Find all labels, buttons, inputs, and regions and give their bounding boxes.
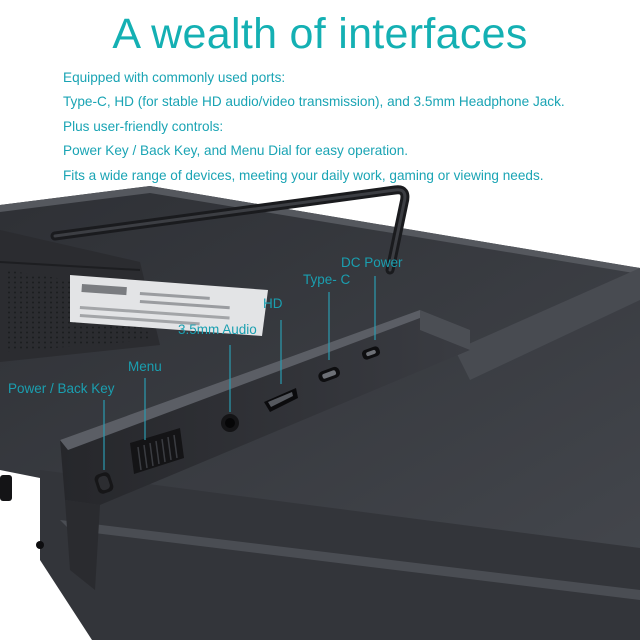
leader-lines <box>103 276 376 470</box>
callout-type-c: Type- C <box>303 272 351 287</box>
description-line: Power Key / Back Key, and Menu Dial for … <box>63 143 409 159</box>
description: Equipped with commonly used ports: Type-… <box>63 66 633 188</box>
description-line: Type-C, HD (for stable HD audio/video tr… <box>63 94 565 110</box>
power-back-key <box>94 472 114 494</box>
callout-dc-power: DC Power <box>341 255 403 270</box>
dc-power-port <box>361 346 381 360</box>
spec-label <box>70 275 268 336</box>
callout-audio: 3.5mm Audio <box>178 322 257 337</box>
hd-port <box>264 388 298 412</box>
audio-jack <box>221 414 239 432</box>
stand-handle <box>50 185 410 275</box>
callout-hd: HD <box>263 296 283 311</box>
description-line: Equipped with commonly used ports: <box>63 70 286 85</box>
type-c-port <box>318 366 340 382</box>
callout-menu: Menu <box>128 359 162 374</box>
callout-power-back: Power / Back Key <box>8 381 115 396</box>
description-line: Fits a wide range of devices, meeting yo… <box>63 167 544 183</box>
side-button <box>0 475 44 549</box>
menu-dial <box>130 428 184 474</box>
page-title: A wealth of interfaces <box>112 10 528 58</box>
description-line: Plus user-friendly controls: <box>63 118 224 134</box>
